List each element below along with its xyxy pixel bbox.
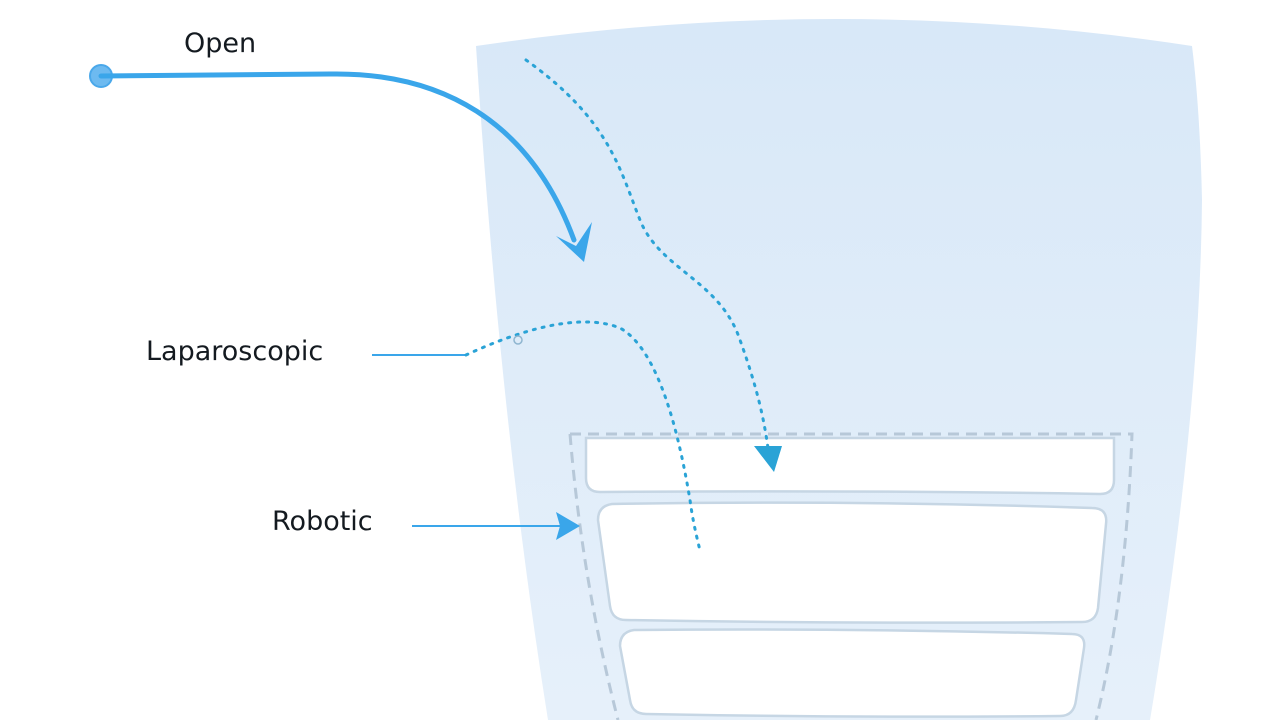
laparoscopic-dotted-path <box>464 320 702 554</box>
label-robotic: Robotic <box>272 506 373 537</box>
tray-layer-middle <box>596 501 1108 624</box>
label-open: Open <box>184 28 257 59</box>
dashed-compartment-outline <box>568 432 1134 720</box>
open-arrowhead <box>556 222 592 262</box>
dotted-path-top <box>524 58 770 450</box>
robotic-arrowhead <box>556 512 580 540</box>
tray-layer-bottom <box>618 628 1086 718</box>
laparoscopic-entry-port <box>513 335 523 345</box>
label-laparoscopic: Laparoscopic <box>146 336 324 367</box>
dotted-path-arrowhead <box>754 446 782 472</box>
tray-layer-top <box>584 436 1116 496</box>
open-arrow-path <box>98 71 577 243</box>
